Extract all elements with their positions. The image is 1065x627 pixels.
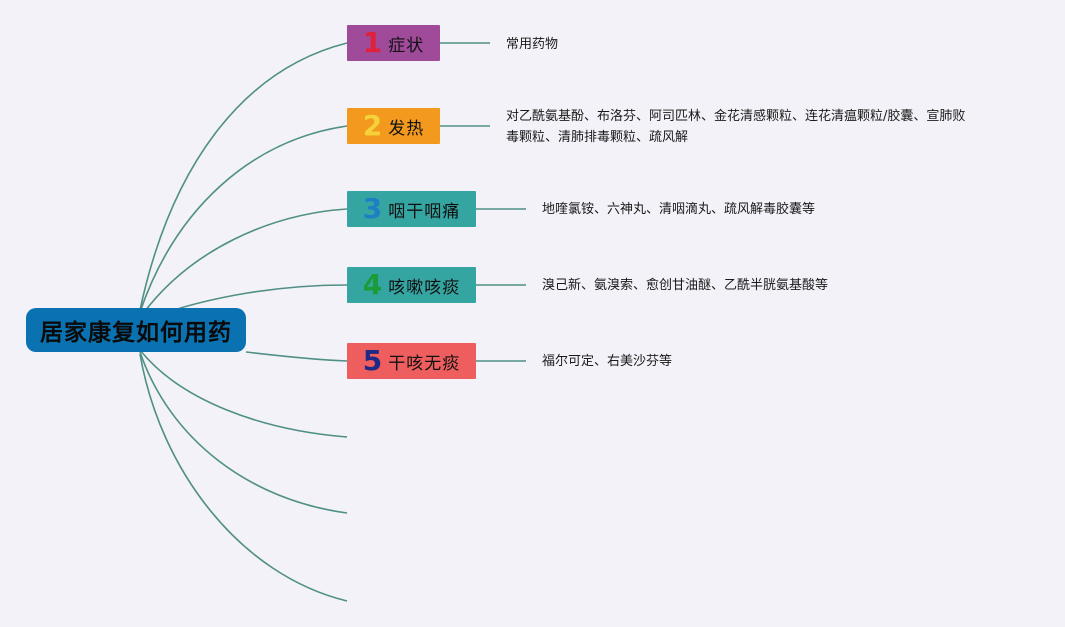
topic-number-5: 5 xyxy=(362,344,383,377)
topic-desc-3: 地喹氯铵、六神丸、清咽滴丸、疏风解毒胶囊等 xyxy=(542,199,815,220)
topic-desc-2: 对乙酰氨基酚、布洛芬、阿司匹林、金花清感颗粒、连花清瘟颗粒/胶囊、宣肺败 毒颗粒… xyxy=(506,106,965,148)
branch-topic-1 xyxy=(139,42,348,311)
branch-empty-2 xyxy=(139,351,348,514)
topic-desc-4-line-1: 溴己新、氨溴索、愈创甘油醚、乙酰半胱氨基酸等 xyxy=(542,278,829,293)
branch-topic-3 xyxy=(141,208,348,316)
topic-desc-2-line-2: 毒颗粒、清肺排毒颗粒、疏风解 xyxy=(506,130,689,145)
root-label: 居家康复如何用药 xyxy=(40,320,232,346)
topic-number-2: 2 xyxy=(362,109,383,142)
topic-node-1[interactable]: 1 症状 xyxy=(347,25,440,61)
topic-number-1: 1 xyxy=(362,26,383,59)
topic-node-3[interactable]: 3 咽干咽痛 xyxy=(347,191,476,227)
topic-desc-1: 常用药物 xyxy=(506,34,558,55)
topic-desc-5: 福尔可定、右美沙芬等 xyxy=(542,351,672,372)
branch-empty-1 xyxy=(139,349,348,438)
topic-label-4: 咳嗽咳痰 xyxy=(388,277,461,298)
topic-desc-4: 溴己新、氨溴索、愈创甘油醚、乙酰半胱氨基酸等 xyxy=(542,275,828,296)
topic-desc-2-line-1: 对乙酰氨基酚、布洛芬、阿司匹林、金花清感颗粒、连花清瘟颗粒/胶囊、宣肺败 xyxy=(506,109,966,124)
topic-label-1: 症状 xyxy=(388,35,425,56)
topic-number-3: 3 xyxy=(362,192,383,225)
topic-desc-3-line-1: 地喹氯铵、六神丸、清咽滴丸、疏风解毒胶囊等 xyxy=(542,202,816,217)
topic-node-5[interactable]: 5 干咳无痰 xyxy=(347,343,476,379)
branch-topic-5 xyxy=(245,351,348,362)
topic-label-3: 咽干咽痛 xyxy=(388,201,461,222)
branch-topic-2 xyxy=(139,125,348,313)
topic-number-4: 4 xyxy=(362,268,383,301)
branch-empty-3 xyxy=(139,353,348,602)
topic-desc-1-line-1: 常用药物 xyxy=(506,37,559,52)
root-node[interactable]: 居家康复如何用药 xyxy=(26,308,246,352)
topic-label-2: 发热 xyxy=(388,118,425,139)
topic-node-4[interactable]: 4 咳嗽咳痰 xyxy=(347,267,476,303)
topic-label-5: 干咳无痰 xyxy=(388,353,461,374)
topic-desc-5-line-1: 福尔可定、右美沙芬等 xyxy=(542,354,673,369)
topic-node-2[interactable]: 2 发热 xyxy=(347,108,440,144)
